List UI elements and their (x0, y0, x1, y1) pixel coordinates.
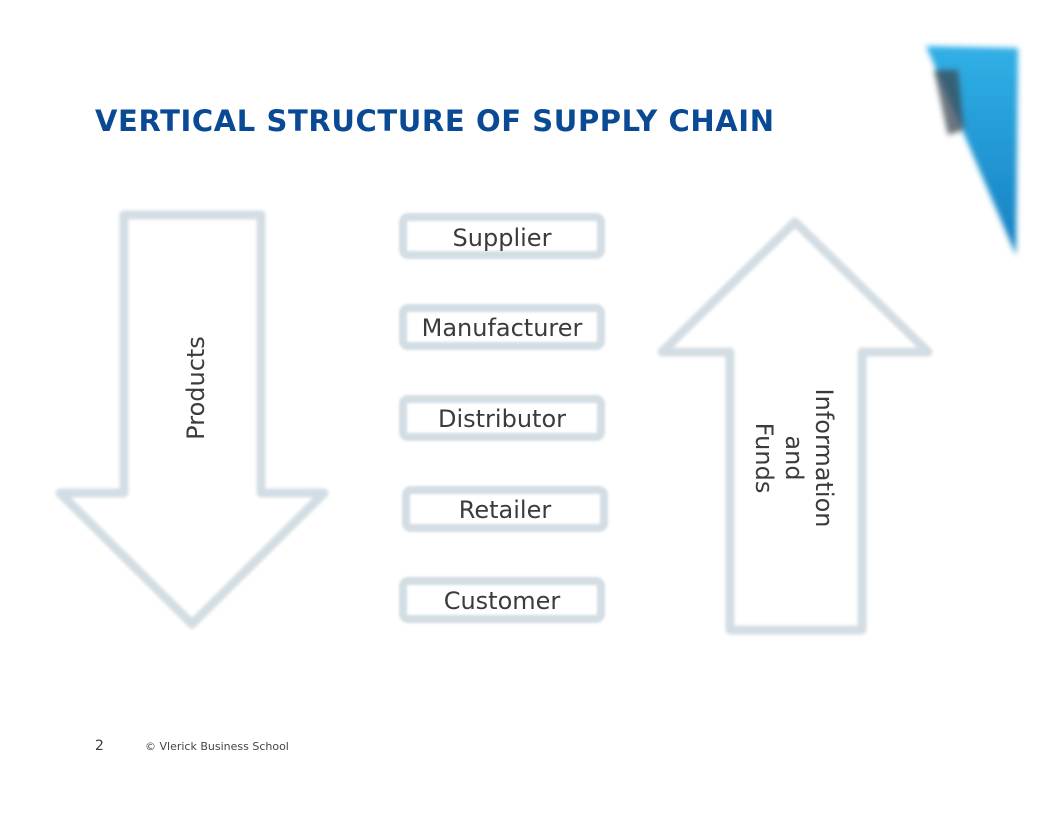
information-funds-line-1: Information (810, 388, 838, 528)
products-label: Products (182, 336, 210, 440)
stage-label-customer: Customer (443, 587, 561, 615)
down-arrow-products (55, 210, 329, 629)
page-number: 2 (95, 738, 104, 754)
vlerick-logo-icon (926, 46, 1018, 255)
stage-label-supplier: Supplier (452, 224, 552, 252)
stage-box-distributor (399, 395, 605, 441)
stage-box-customer (399, 577, 605, 623)
stage-label-distributor: Distributor (437, 405, 566, 433)
stage-label-manufacturer: Manufacturer (421, 314, 583, 342)
page-title: VERTICAL STRUCTURE OF SUPPLY CHAIN (95, 104, 775, 138)
up-arrow-information-funds (657, 217, 933, 635)
information-funds-line-2: and (780, 435, 808, 481)
copyright-notice: © Vlerick Business School (145, 740, 289, 753)
stage-box-retailer (402, 486, 608, 532)
stage-box-manufacturer (399, 304, 605, 350)
information-funds-label: Information and Funds (749, 389, 839, 528)
stage-box-supplier (399, 213, 605, 259)
information-funds-line-3: Funds (750, 422, 778, 494)
stage-label-retailer: Retailer (458, 496, 552, 524)
